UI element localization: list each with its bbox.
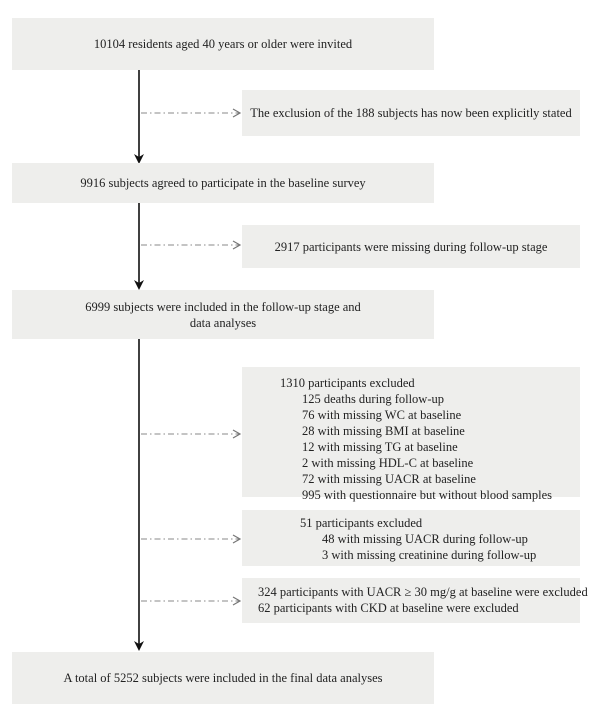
box-included-followup-text: 6999 subjects were included in the follo…: [85, 299, 361, 330]
box-exclusion-188-text: The exclusion of the 188 subjects has no…: [250, 106, 572, 120]
box-included-followup: 6999 subjects were included in the follo…: [12, 290, 434, 339]
box-agreed: 9916 subjects agreed to participate in t…: [12, 163, 434, 203]
exclusion2-header: 51 participants excluded: [300, 516, 423, 530]
exclusion1-item: 28 with missing BMI at baseline: [302, 424, 465, 438]
exclusion3-item: 62 participants with CKD at baseline wer…: [258, 601, 519, 615]
box-exclusion-51: 51 participants excluded 48 with missing…: [242, 510, 580, 566]
box-invited-text: 10104 residents aged 40 years or older w…: [93, 37, 353, 51]
exclusion1-item: 125 deaths during follow-up: [302, 392, 444, 406]
exclusion1-item: 2 with missing HDL-C at baseline: [302, 456, 474, 470]
box-agreed-text: 9916 subjects agreed to participate in t…: [80, 176, 366, 190]
box-final-text: A total of 5252 subjects were included i…: [63, 671, 383, 685]
exclusion1-header: 1310 participants excluded: [280, 376, 415, 390]
box-exclusion-uacr-ckd: 324 participants with UACR ≥ 30 mg/g at …: [242, 578, 588, 623]
exclusion1-item: 12 with missing TG at baseline: [302, 440, 458, 454]
box-exclusion-1310: 1310 participants excluded 125 deaths du…: [242, 367, 580, 502]
exclusion2-item: 48 with missing UACR during follow-up: [322, 532, 528, 546]
exclusion1-item: 995 with questionnaire but without blood…: [302, 488, 552, 502]
box-exclusion-188: The exclusion of the 188 subjects has no…: [242, 90, 580, 136]
exclusion1-item: 76 with missing WC at baseline: [302, 408, 462, 422]
box-invited: 10104 residents aged 40 years or older w…: [12, 18, 434, 70]
exclusion1-item: 72 with missing UACR at baseline: [302, 472, 476, 486]
exclusion3-item: 324 participants with UACR ≥ 30 mg/g at …: [258, 585, 588, 599]
box-missing-followup-text: 2917 participants were missing during fo…: [274, 239, 548, 254]
box-missing-followup: 2917 participants were missing during fo…: [242, 225, 580, 268]
box-final: A total of 5252 subjects were included i…: [12, 652, 434, 704]
exclusion2-item: 3 with missing creatinine during follow-…: [322, 548, 537, 562]
